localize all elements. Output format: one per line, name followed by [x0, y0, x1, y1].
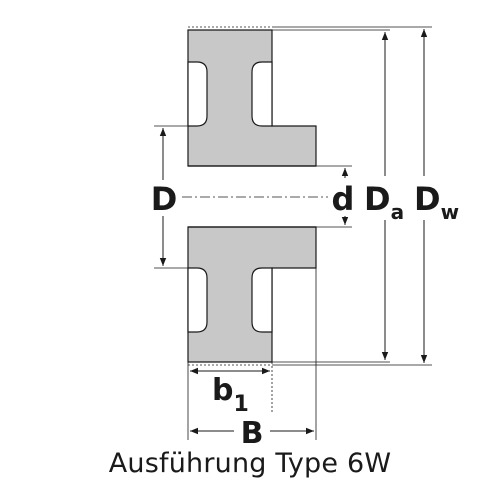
- label-bg-B: [234, 418, 270, 446]
- upper-left-groove: [187, 61, 208, 127]
- upper-right-groove: [251, 61, 273, 127]
- label-bg-Dw: [412, 176, 464, 220]
- label-Dw-sub: w: [441, 200, 459, 224]
- label-Da-sub: a: [391, 200, 405, 224]
- lower-right-groove: [251, 267, 273, 333]
- label-bg-b1: [210, 372, 258, 414]
- lower-left-groove: [187, 267, 208, 333]
- label-bg-Da: [362, 176, 412, 220]
- label-bg-d: [328, 178, 360, 216]
- label-bg-D: [148, 180, 180, 216]
- label-Da-main: D: [364, 180, 391, 218]
- label-D: D: [151, 180, 178, 218]
- label-B: B: [241, 416, 264, 451]
- label-b1-main: b: [212, 373, 233, 408]
- label-b1: b1: [212, 373, 249, 417]
- label-Da: Da: [364, 180, 404, 224]
- label-b1-sub: 1: [233, 392, 248, 417]
- diagram-caption: Ausführung Type 6W: [108, 448, 392, 479]
- label-d: d: [332, 180, 355, 218]
- label-Dw: Dw: [414, 180, 459, 224]
- label-Dw-main: D: [414, 180, 441, 218]
